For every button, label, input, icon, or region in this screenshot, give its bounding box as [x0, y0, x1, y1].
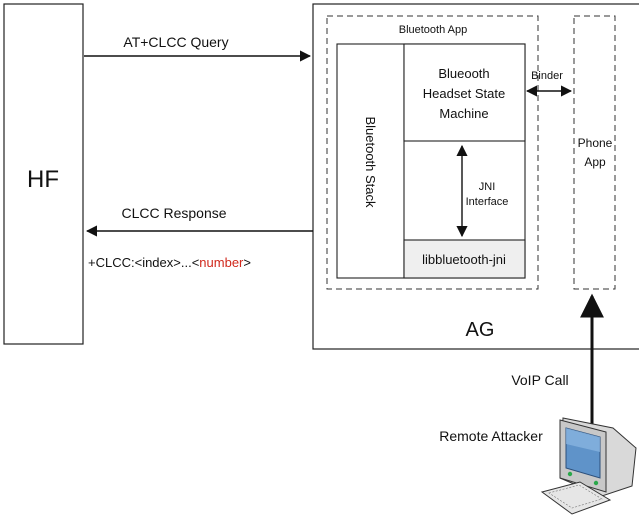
- jni-label-line1: JNI: [479, 181, 496, 193]
- state-machine-line1: Blueooth: [438, 66, 489, 81]
- keyboard: [540, 481, 612, 515]
- state-machine-box: [403, 43, 526, 142]
- clcc-format-text: +CLCC:<index>...<number>: [88, 255, 251, 270]
- bluetooth-stack-label: Bluetooth Stack: [363, 116, 378, 208]
- state-machine-line2: Headset State: [423, 86, 505, 101]
- binder-label: Binder: [531, 70, 563, 82]
- bluetooth-app-label: Bluetooth App: [399, 24, 468, 36]
- ag-label: AG: [466, 319, 495, 341]
- status-light: [593, 480, 599, 486]
- state-machine-line3: Machine: [439, 106, 488, 121]
- voip-label: VoIP Call: [511, 372, 568, 388]
- phone-app-box: [573, 15, 616, 290]
- query-label: AT+CLCC Query: [123, 34, 228, 50]
- jni-label-line2: Interface: [466, 196, 509, 208]
- attacker-label: Remote Attacker: [439, 428, 543, 444]
- clcc-format-prefix: +CLCC:<index>...<: [88, 255, 199, 270]
- phone-app-line1: Phone: [578, 136, 613, 150]
- computer-icon: [540, 417, 637, 515]
- bluetooth-app-container: [326, 15, 539, 290]
- screen-highlight: [566, 428, 600, 452]
- libbluetooth-jni-box: [403, 239, 526, 279]
- keyboard-keys: [548, 484, 603, 509]
- response-label: CLCC Response: [121, 205, 226, 221]
- hf-label: HF: [27, 166, 59, 193]
- hf-box: [3, 3, 84, 345]
- power-light: [567, 471, 573, 477]
- clcc-format-suffix: >: [243, 255, 251, 270]
- clcc-format-number: number: [199, 255, 244, 270]
- phone-app-line2: App: [584, 155, 606, 169]
- libbluetooth-jni-label: libbluetooth-jni: [422, 252, 506, 267]
